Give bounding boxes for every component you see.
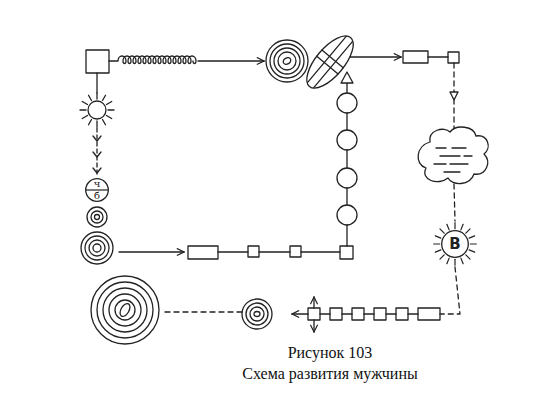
chain-links xyxy=(218,251,340,252)
ring xyxy=(266,40,308,82)
sun-ray xyxy=(466,255,470,259)
ring xyxy=(103,288,147,332)
ring xyxy=(91,211,103,223)
ring xyxy=(109,294,141,326)
ring xyxy=(250,307,264,321)
node-circle xyxy=(86,179,109,202)
sun-symbol xyxy=(80,93,114,127)
sun-ray xyxy=(447,224,449,230)
ring xyxy=(274,48,300,74)
flow-arrow xyxy=(198,60,264,61)
concentric-circles xyxy=(266,40,308,82)
node-circle xyxy=(442,231,469,258)
column-circle xyxy=(337,130,357,150)
striped-oval xyxy=(299,28,362,95)
ring xyxy=(278,52,296,70)
cross-arrow xyxy=(313,320,314,332)
sun-rays xyxy=(80,93,114,127)
core-oval xyxy=(118,302,132,318)
chain-square xyxy=(290,246,301,257)
dashed-line xyxy=(161,311,242,312)
sun-letter: В xyxy=(441,230,469,258)
sun-ray xyxy=(447,258,449,264)
figure-caption: Схема развития мужчины xyxy=(210,364,450,384)
ring xyxy=(246,303,268,325)
ring xyxy=(89,240,105,256)
oval-stripes xyxy=(300,30,360,94)
sun-ray xyxy=(461,224,463,230)
dashed-line xyxy=(454,184,455,221)
ring xyxy=(270,44,304,78)
circle-letter: б xyxy=(85,190,109,202)
ring xyxy=(91,276,159,344)
chain-square xyxy=(352,308,364,320)
down-chevrons xyxy=(93,136,101,173)
sun-ray xyxy=(440,229,444,233)
chain-rect xyxy=(403,51,428,63)
large-concentric-circles xyxy=(91,276,159,344)
column-circle xyxy=(337,205,357,225)
sun-ray xyxy=(435,250,441,252)
figure-number: Рисунок 103 xyxy=(230,343,430,363)
split-circle: чб xyxy=(85,178,109,202)
sun-ray xyxy=(454,259,455,265)
column-links xyxy=(346,83,347,246)
ring xyxy=(242,299,272,329)
ring xyxy=(95,215,100,220)
sun-node: В xyxy=(441,230,469,258)
flow-line xyxy=(96,73,97,93)
sun-ray xyxy=(434,243,440,244)
sun-ray xyxy=(466,229,470,233)
water-lines xyxy=(434,148,472,172)
cross-square xyxy=(308,308,320,320)
chain-square xyxy=(374,308,386,320)
sun-ray xyxy=(470,243,476,244)
concentric-circles xyxy=(87,207,107,227)
concentric-circles xyxy=(242,299,272,329)
sun-ray xyxy=(469,250,475,252)
coil-symbol xyxy=(109,56,196,64)
sun-ray xyxy=(435,236,441,238)
dashed-line xyxy=(440,267,460,314)
cross-arrow xyxy=(292,313,308,314)
sun-ray xyxy=(461,258,463,264)
dashed-line xyxy=(96,128,97,177)
ring xyxy=(81,232,113,264)
flow-arrow xyxy=(350,56,401,57)
core-oval xyxy=(282,56,292,65)
column-circle xyxy=(337,93,357,113)
sun-ray xyxy=(440,255,444,259)
oval-outline xyxy=(299,28,362,95)
chain-square xyxy=(248,246,259,257)
sun-disc xyxy=(88,101,106,119)
flow-line xyxy=(428,56,448,57)
chain-square xyxy=(330,308,342,320)
cross-arrow xyxy=(313,297,314,308)
ring xyxy=(115,300,135,320)
chain-rect xyxy=(188,246,218,259)
chain-square xyxy=(448,52,459,63)
chain-square xyxy=(396,308,408,320)
triangle-arrow xyxy=(341,72,353,83)
chain-square xyxy=(340,246,353,259)
ring xyxy=(85,236,109,260)
chain-links xyxy=(320,313,418,314)
start-square xyxy=(86,50,109,73)
core-oval xyxy=(254,312,260,317)
ring xyxy=(93,244,101,252)
concentric-circles xyxy=(81,232,113,264)
flow-arrow xyxy=(119,251,184,252)
column-circle xyxy=(337,168,357,188)
sun-ray xyxy=(469,236,475,238)
ring xyxy=(97,282,153,338)
circle-letter: ч xyxy=(85,178,109,190)
triangle-arrow xyxy=(450,92,458,100)
cloud-symbol xyxy=(418,127,488,184)
chain-rect xyxy=(418,308,440,320)
ring xyxy=(87,207,107,227)
sun-ray xyxy=(454,223,455,229)
